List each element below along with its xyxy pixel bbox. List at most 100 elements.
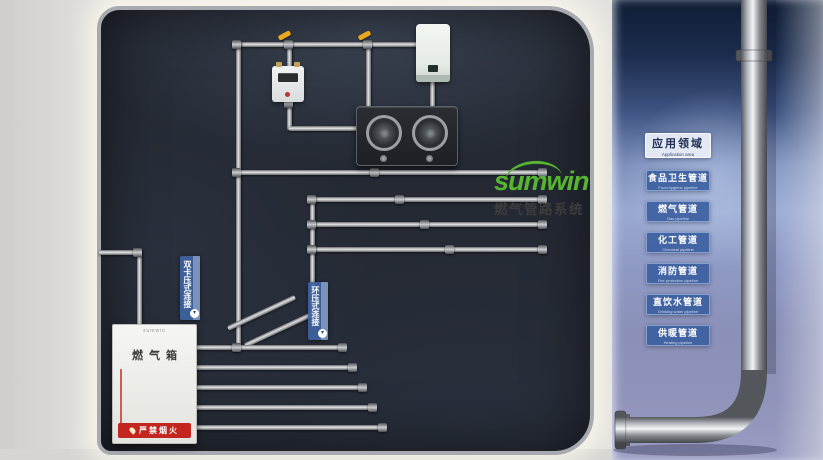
item-en: Drinking water pipeline — [657, 309, 699, 314]
item-zh: 供暖管道 — [657, 328, 698, 338]
item-en: Gas pipeline — [666, 216, 690, 221]
logo-subtitle: 燃气管路系统 — [494, 202, 584, 217]
item-en: Heating pipeline — [663, 340, 693, 345]
application-item-fire: 消防管道 Fire protection pipeline — [646, 263, 710, 284]
pipe-segment — [289, 126, 364, 131]
gas-cabinet: sumwin 燃气箱 严禁烟火 — [112, 324, 197, 444]
gas-stove — [356, 106, 458, 166]
pipe-shadow — [767, 0, 776, 374]
pipe-fitting — [284, 99, 293, 108]
stove-burner-right — [412, 115, 448, 151]
pipe-valve — [395, 195, 404, 204]
meter-inlet — [276, 62, 282, 67]
cabinet-stripe — [120, 369, 122, 425]
pipe-flange — [614, 410, 627, 450]
pipe-fitting — [538, 195, 547, 204]
item-en: Fire protection pipeline — [657, 278, 699, 283]
burner-cap — [425, 128, 435, 138]
arrow-down-icon: ▾ — [190, 309, 199, 318]
meter-outlet — [294, 62, 300, 67]
stove-knob — [426, 155, 433, 162]
application-header-sign: 应用领域 Application area — [645, 133, 711, 158]
flame-icon — [128, 426, 137, 435]
pipe-segment — [312, 247, 546, 252]
pipe-fitting — [232, 40, 241, 49]
pipe-fitting — [378, 423, 387, 432]
brand-logo: sumwin 燃气管路系统 — [494, 158, 600, 218]
cabinet-warning-text: 严禁烟火 — [139, 426, 179, 435]
application-panel — [612, 0, 823, 460]
item-en: Chemical pipeline — [662, 247, 694, 252]
pipe-flange-ring — [626, 414, 630, 446]
item-zh: 消防管道 — [657, 266, 698, 276]
item-zh: 燃气管道 — [657, 204, 698, 214]
application-header-en: Application area — [661, 151, 695, 157]
pipe-segment — [312, 197, 546, 202]
pipe-segment — [196, 425, 382, 430]
connection-tag-press: 双卡压式连接 ▾ — [180, 256, 200, 320]
connection-tag-text: 环压式连接 — [311, 286, 320, 326]
pipe-fitting — [284, 40, 293, 49]
arrow-down-icon: ▾ — [318, 329, 327, 338]
item-zh: 食品卫生管道 — [647, 173, 708, 183]
stove-burner-left — [366, 115, 402, 151]
tag-note-strip — [321, 282, 328, 340]
pipe-fitting — [368, 403, 377, 412]
pipe-segment — [99, 250, 140, 255]
pipe-shadow — [613, 444, 777, 456]
pipe-segment — [196, 385, 362, 390]
pipe-elbow — [625, 370, 767, 443]
pipe-segment — [310, 197, 315, 313]
pipe-fitting — [538, 245, 547, 254]
pipe-vertical — [741, 0, 767, 374]
pipe-segment — [196, 345, 342, 350]
pipe-valve — [445, 245, 454, 254]
pipe-segment — [196, 405, 372, 410]
pipe-fitting — [538, 220, 547, 229]
pipe-fitting — [307, 220, 316, 229]
cabinet-label: 燃气箱 — [132, 350, 183, 362]
meter-dial — [285, 92, 290, 97]
wall-boiler — [416, 24, 450, 82]
pipe-segment — [287, 102, 292, 130]
gas-meter — [272, 62, 304, 102]
item-en: Food hygiene pipeline — [658, 185, 698, 190]
item-zh: 化工管道 — [657, 235, 698, 245]
pipe-collar — [735, 49, 773, 62]
application-item-drinking-water: 直饮水管道 Drinking water pipeline — [646, 294, 710, 315]
application-item-chemical: 化工管道 Chemical pipeline — [646, 232, 710, 253]
application-item-food: 食品卫生管道 Food hygiene pipeline — [646, 170, 710, 191]
logo-wordmark: sumwin — [494, 166, 590, 196]
pipe-segment — [236, 42, 241, 348]
pipe-fitting — [363, 40, 372, 49]
pipe-segment — [237, 170, 546, 175]
cabinet-brand: sumwin — [143, 328, 166, 334]
pipe-fitting — [232, 168, 241, 177]
application-item-heating: 供暖管道 Heating pipeline — [646, 325, 710, 346]
pipe-fitting — [358, 383, 367, 392]
stove-knob — [380, 155, 387, 162]
application-header-zh: 应用领域 — [652, 137, 704, 150]
connection-tag-ring: 环压式连接 ▾ — [308, 282, 328, 340]
meter-display — [278, 73, 298, 82]
pipe-segment — [366, 42, 371, 112]
pipe-valve — [370, 168, 379, 177]
panel-edge-light — [777, 0, 823, 460]
pipe-fitting — [538, 168, 547, 177]
pipe-valve — [420, 220, 429, 229]
application-item-gas: 燃气管道 Gas pipeline — [646, 201, 710, 222]
item-zh: 直饮水管道 — [652, 297, 703, 307]
tag-note-strip — [193, 256, 200, 320]
pipe-fitting — [232, 343, 241, 352]
burner-cap — [379, 128, 389, 138]
pipe-segment — [196, 365, 352, 370]
connection-tag-text: 双卡压式连接 — [183, 260, 192, 308]
pipe-fitting — [307, 245, 316, 254]
pipe-segment — [137, 250, 142, 328]
pipe-fitting — [133, 248, 142, 257]
pipe-segment — [287, 42, 292, 72]
boiler-base — [416, 75, 450, 82]
pipe-segment — [238, 42, 432, 47]
boiler-display — [428, 65, 438, 72]
